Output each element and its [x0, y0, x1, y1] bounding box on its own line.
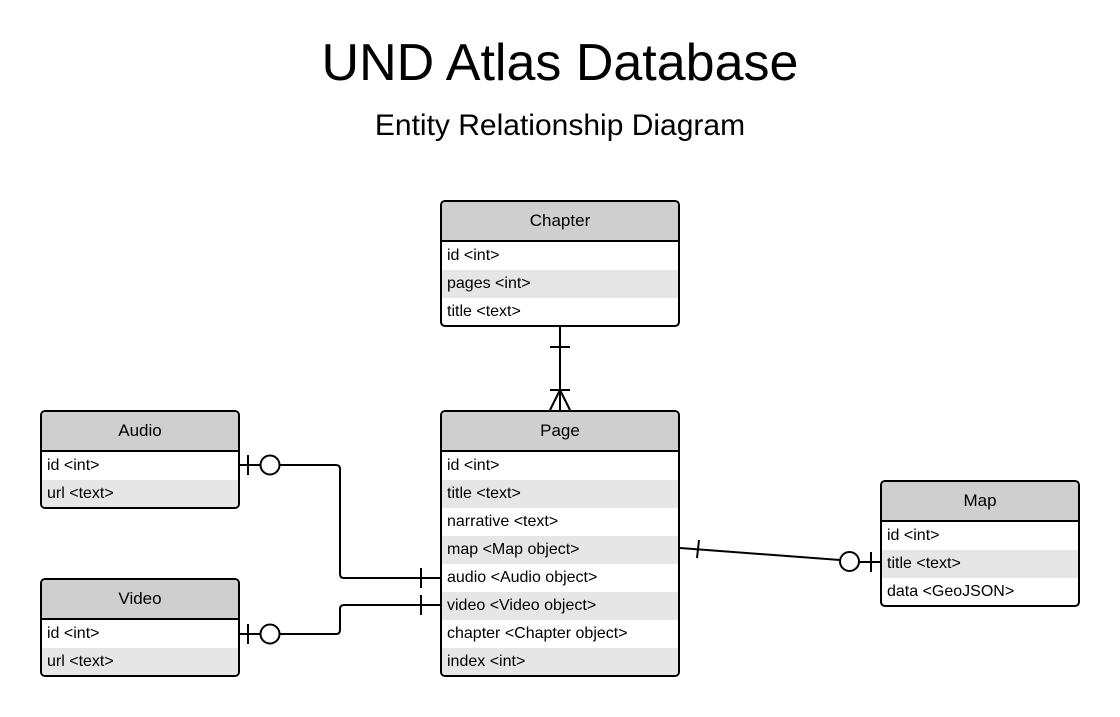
- entity-header: Page: [442, 412, 678, 452]
- diagram-subtitle: Entity Relationship Diagram: [374, 109, 746, 142]
- entity-field: data <GeoJSON>: [887, 583, 1015, 600]
- entity-field: pages <int>: [442, 270, 678, 298]
- entity-page[interactable]: Page id <int> title <text> narrative <te…: [440, 410, 680, 677]
- entity-field: id <int>: [447, 457, 500, 474]
- entity-field: title <text>: [442, 480, 678, 508]
- entity-field: video <Video object>: [442, 592, 678, 620]
- diagram-title: UND Atlas Database: [321, 34, 799, 92]
- relationship-video-page: [240, 595, 440, 645]
- entity-field: id <int>: [47, 457, 100, 474]
- entity-field: audio <Audio object>: [447, 569, 598, 586]
- entity-field: title <text>: [447, 303, 521, 320]
- entity-video[interactable]: Video id <int> url <text>: [40, 578, 240, 677]
- entity-header: Video: [42, 580, 238, 620]
- entity-field: id <int>: [447, 247, 500, 264]
- entity-field: narrative <text>: [447, 513, 559, 530]
- entity-header: Map: [882, 482, 1078, 522]
- entity-chapter[interactable]: Chapter id <int> pages <int> title <text…: [440, 200, 680, 327]
- entity-audio[interactable]: Audio id <int> url <text>: [40, 410, 240, 509]
- relationship-page-map: [679, 539, 880, 572]
- entity-header: Chapter: [442, 202, 678, 242]
- entity-field: id <int>: [887, 527, 940, 544]
- relationship-audio-page: [240, 454, 440, 588]
- entity-field: url <text>: [42, 648, 238, 675]
- relationship-chapter-page: [549, 327, 571, 411]
- entity-field: url <text>: [42, 480, 238, 507]
- entity-field: title <text>: [882, 550, 1078, 578]
- entity-field: id <int>: [47, 625, 100, 642]
- entity-map[interactable]: Map id <int> title <text> data <GeoJSON>: [880, 480, 1080, 607]
- entity-field: index <int>: [442, 648, 678, 675]
- entity-field: map <Map object>: [442, 536, 678, 564]
- entity-field: chapter <Chapter object>: [447, 625, 628, 642]
- entity-header: Audio: [42, 412, 238, 452]
